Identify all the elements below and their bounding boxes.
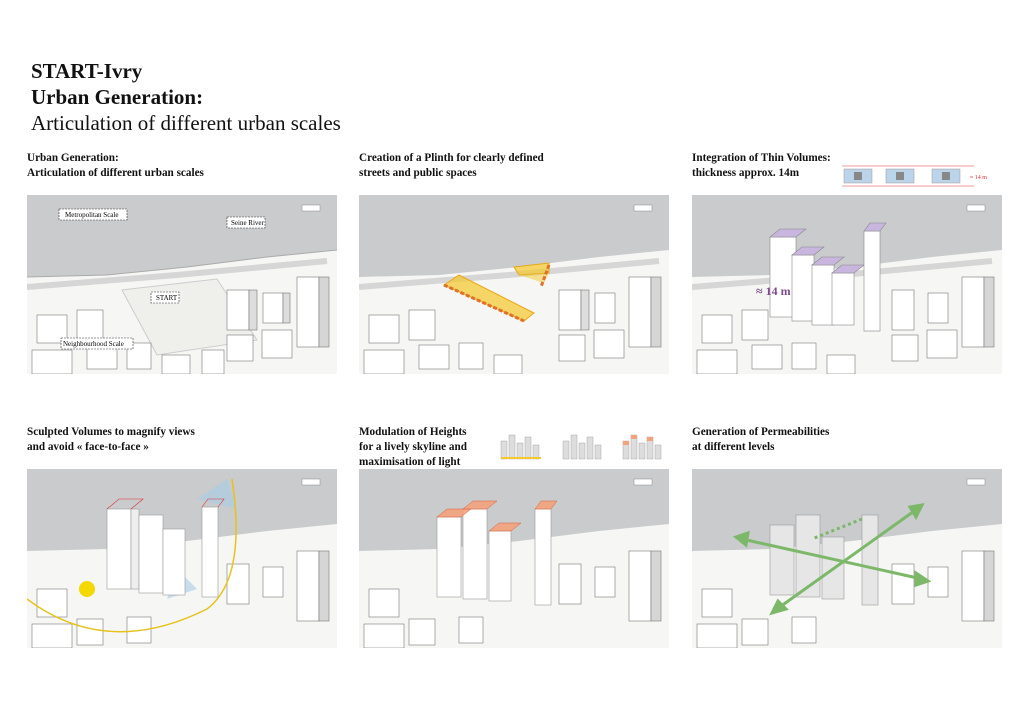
- site-diagram: Metropolitan Scale Seine River START Nei…: [27, 195, 337, 374]
- site-diagram: [359, 195, 669, 374]
- thickness-diagram: ≈ 14 m: [842, 165, 987, 187]
- panel-caption: Sculpted Volumes to magnify views and av…: [27, 426, 195, 453]
- site-diagram: ≈ 14 m: [692, 195, 1002, 374]
- panel-thin-volumes: Integration of Thin Volumes: thickness a…: [692, 151, 1002, 374]
- panel-plinth: Creation of a Plinth for clearly defined…: [359, 151, 669, 374]
- panel-urban-scales: Urban Generation: Articulation of differ…: [27, 151, 337, 374]
- panel-caption: Creation of a Plinth for clearly defined…: [359, 152, 544, 179]
- permeable-volumes: [769, 514, 879, 606]
- page-subtitle-2: Articulation of different urban scales: [31, 111, 341, 135]
- page-subtitle: Urban Generation:: [31, 85, 204, 109]
- panel-permeabilities: Generation of Permeabilities at differen…: [692, 425, 1002, 648]
- height-modulation-thumbnails: [500, 434, 662, 460]
- dimension-label: ≈ 14 m: [756, 284, 791, 298]
- panel-modulation-heights: Modulation of Heights for a lively skyli…: [359, 425, 669, 648]
- label-metropolitan-scale: Metropolitan Scale: [65, 211, 118, 219]
- label-seine-river: Seine River: [231, 219, 265, 227]
- label-neighbourhood-scale: Neighbourhood Scale: [63, 340, 124, 348]
- panel-sculpted-volumes: Sculpted Volumes to magnify views and av…: [27, 425, 337, 648]
- permeability-arrows: [732, 503, 932, 616]
- site-diagram: [27, 469, 337, 648]
- sculpted-volumes: [106, 498, 225, 598]
- panel-caption: Urban Generation: Articulation of differ…: [27, 152, 204, 179]
- label-start: START: [156, 294, 178, 302]
- panel-caption: Integration of Thin Volumes: thickness a…: [692, 152, 831, 179]
- panel-caption: Generation of Permeabilities at differen…: [692, 426, 830, 453]
- page-header: START-Ivry Urban Generation: Articulatio…: [31, 58, 341, 136]
- modulated-volumes: [436, 508, 552, 606]
- page-title: START-Ivry: [31, 59, 143, 83]
- panel-caption: Modulation of Heights for a lively skyli…: [359, 426, 467, 468]
- svg-text:≈ 14 m: ≈ 14 m: [970, 175, 987, 181]
- site-diagram: [692, 469, 1002, 648]
- thin-volumes: [769, 222, 887, 332]
- site-diagram: [359, 469, 669, 648]
- sun-icon: [79, 581, 95, 597]
- plinth-shape: [442, 262, 551, 323]
